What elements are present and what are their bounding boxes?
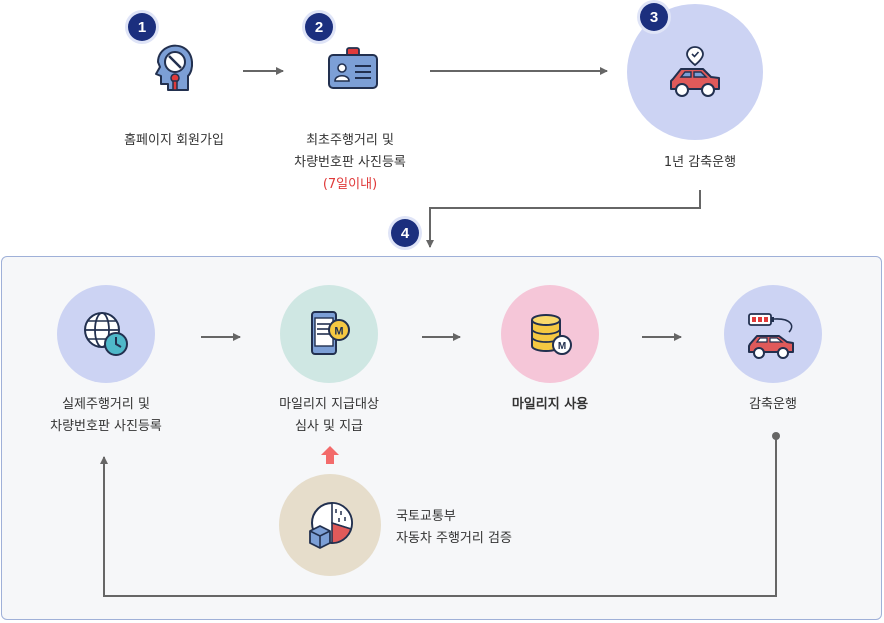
item4-circle	[724, 285, 822, 383]
head-lock-icon	[148, 40, 200, 96]
item3-label: 마일리지 사용	[511, 397, 589, 412]
pie-chart-box-icon	[309, 502, 353, 549]
step1-label: 홈페이지 회원가입	[124, 133, 224, 148]
coin-stack-icon: M	[531, 314, 572, 355]
step2-label-line2: 차량번호판 사진등록	[294, 155, 406, 170]
item1-label-line1: 실제주행거리 및	[62, 397, 150, 412]
return-loop-line	[100, 436, 777, 597]
verify-circle	[279, 474, 381, 576]
svg-text:M: M	[558, 341, 566, 352]
car-location-icon	[670, 46, 720, 97]
item4-label: 감축운행	[749, 397, 797, 412]
verify-label-line1: 국토교통부	[396, 509, 456, 524]
step4-badge: 4	[391, 219, 419, 247]
verify-label-line2: 자동차 주행거리 검증	[396, 531, 512, 546]
item2-label-line1: 마일리지 지급대상	[279, 397, 379, 412]
car-battery-icon	[748, 313, 794, 359]
verify-up-arrow	[321, 446, 339, 464]
item2-circle: M	[280, 285, 378, 383]
item1-circle	[57, 285, 155, 383]
svg-text:M: M	[334, 326, 343, 338]
step2-badge: 2	[305, 13, 333, 41]
globe-clock-icon	[84, 312, 128, 356]
item1-label: 실제주행거리 및 차량번호판 사진등록	[36, 394, 176, 438]
arrow-step3-step4	[426, 190, 701, 248]
step2-label-line1: 최초주행거리 및	[306, 133, 394, 148]
step2-note: (7일이내)	[322, 177, 378, 192]
phone-mileage-icon: M	[311, 311, 350, 355]
step2-label: 최초주행거리 및 차량번호판 사진등록 (7일이내)	[270, 130, 430, 196]
item1-label-line2: 차량번호판 사진등록	[50, 419, 162, 434]
item3-circle: M	[501, 285, 599, 383]
verify-label: 국토교통부 자동차 주행거리 검증	[396, 506, 512, 550]
id-card-icon	[326, 46, 380, 92]
item2-label: 마일리지 지급대상 심사 및 지급	[259, 394, 399, 438]
item2-label-line2: 심사 및 지급	[294, 419, 364, 434]
step3-label: 1년 감축운행	[663, 155, 737, 170]
loop-start-dot	[772, 432, 780, 440]
step3-badge: 3	[640, 3, 668, 31]
step1-badge: 1	[128, 13, 156, 41]
